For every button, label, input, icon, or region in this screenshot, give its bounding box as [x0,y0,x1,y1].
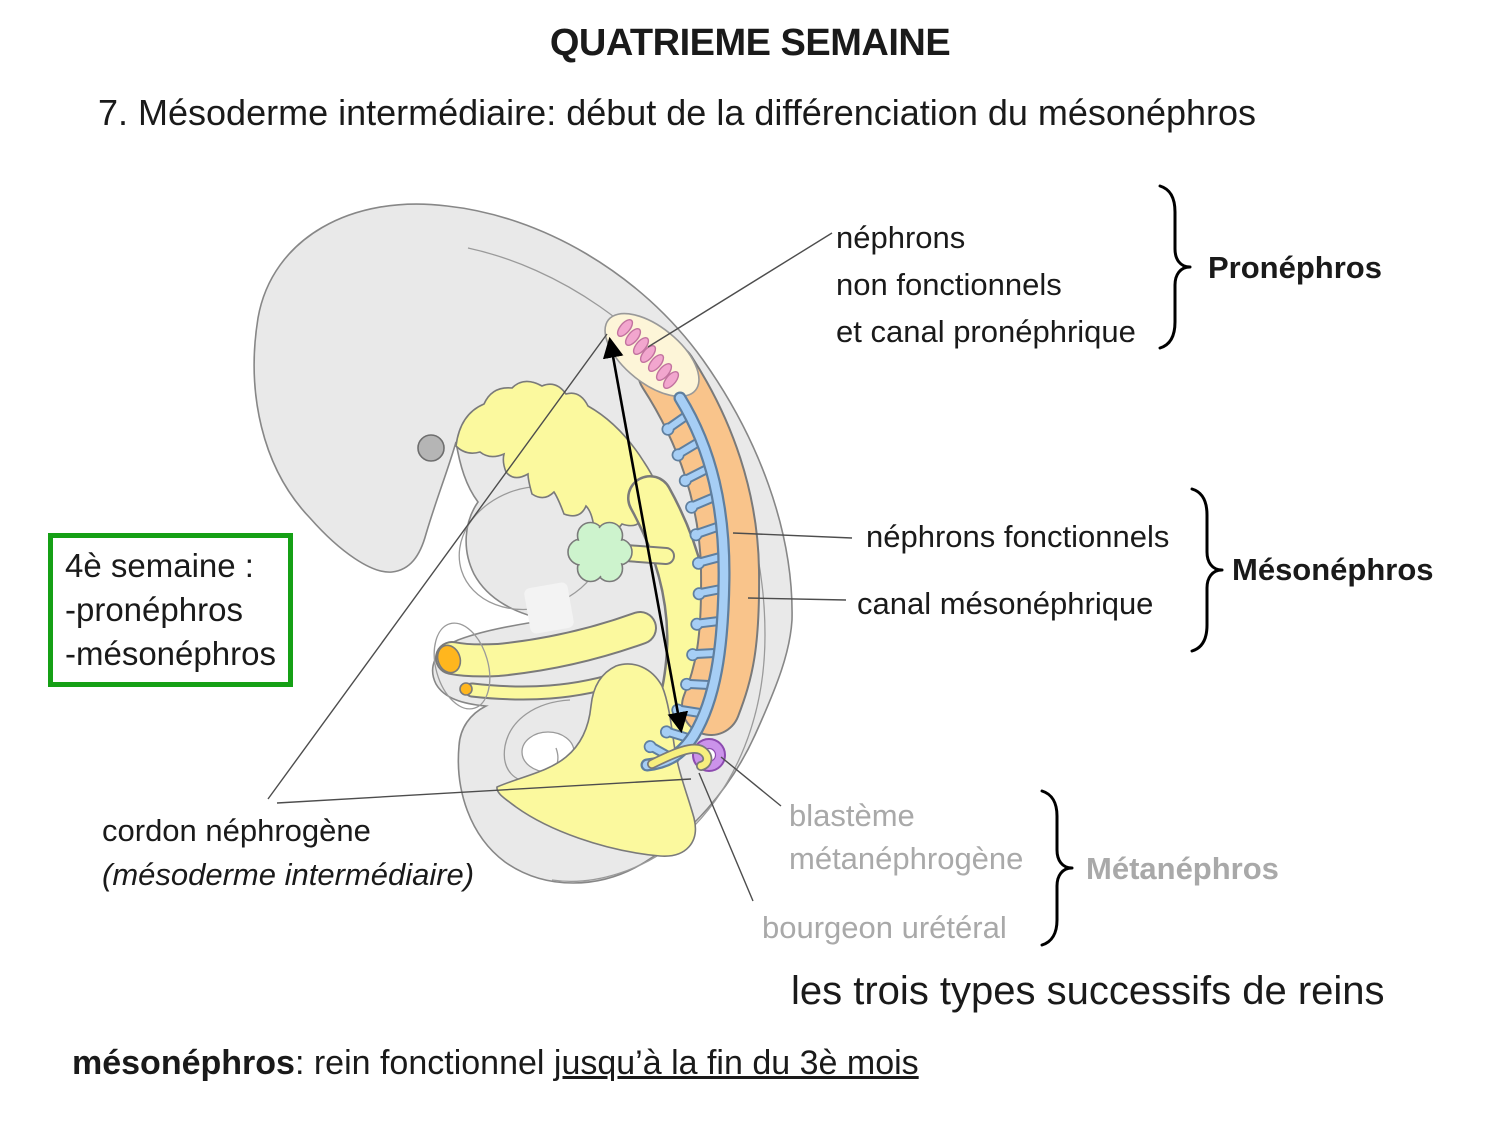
week-box-line1: 4è semaine : [65,547,254,584]
footer-underlined: jusqu’à la fin du 3è mois [553,1044,919,1082]
otic-vesicle [417,434,445,462]
leader-lines [267,232,853,902]
pronephros-brace-label: Pronéphros [1208,250,1382,285]
yolk-opening [436,644,462,674]
blasteme-label-line2: métanéphrogène [789,841,1024,876]
week-box-line3: -mésonéphros [65,635,276,672]
cordon-nephrogene-label: cordon néphrogène (mésoderme intermédiai… [102,809,474,897]
nephrons-fonctionnels-label: néphrons fonctionnels [866,519,1170,554]
leader-nephrons-fonctionnels [732,532,853,539]
canal-mesonephrique-label: canal mésonéphrique [857,586,1154,621]
extent-arrow [602,336,689,734]
slide-subtitle: 7. Mésoderme intermédiaire: début de la … [98,92,1257,133]
leader-pronephros [647,232,833,348]
allantois-opening [459,682,473,696]
cordon-label-line1: cordon néphrogène [102,813,371,848]
leader-cordon-lower [276,778,692,804]
pronephros-callout-line1: néphrons [836,220,966,255]
metanephros-brace-label: Métanéphros [1086,851,1279,886]
blasteme-label: blastème métanéphrogène [789,794,1023,880]
pronephros-callout-line2: non fonctionnels [836,267,1062,302]
footer-note: mésonéphros: rein fonctionnel jusqu’à la… [72,1044,919,1083]
leader-bourgeon [698,772,754,902]
bottom-right-caption: les trois types successifs de reins [791,969,1385,1013]
leader-cordon-upper [267,333,608,800]
leader-canal-mesonephrique [747,597,847,601]
brace-pronephros [1158,184,1192,350]
bourgeon-ureteral-label: bourgeon urétéral [762,910,1007,945]
blasteme-label-line1: blastème [789,798,915,833]
week-box-line2: -pronéphros [65,591,243,628]
brace-metanephros [1040,789,1074,947]
footer-bold: mésonéphros [72,1044,295,1082]
ureteric-bud [648,745,711,770]
slide-title: QUATRIEME SEMAINE [549,22,951,64]
leader-blasteme [720,756,782,807]
cordon-label-line2: (mésoderme intermédiaire) [102,857,475,892]
pronephros-callout-line3: et canal pronéphrique [836,314,1136,349]
footer-normal: : rein fonctionnel [294,1044,554,1082]
brace-mesonephros [1190,487,1224,653]
light-square [524,582,574,634]
lung-bud [567,521,633,583]
week-summary-box: 4è semaine : -pronéphros -mésonéphros [48,533,293,687]
stalk-cut-plane [433,622,491,710]
mesonephros-brace-label: Mésonéphros [1232,552,1434,587]
pronephros-callout: néphrons non fonctionnels et canal proné… [836,214,1136,355]
